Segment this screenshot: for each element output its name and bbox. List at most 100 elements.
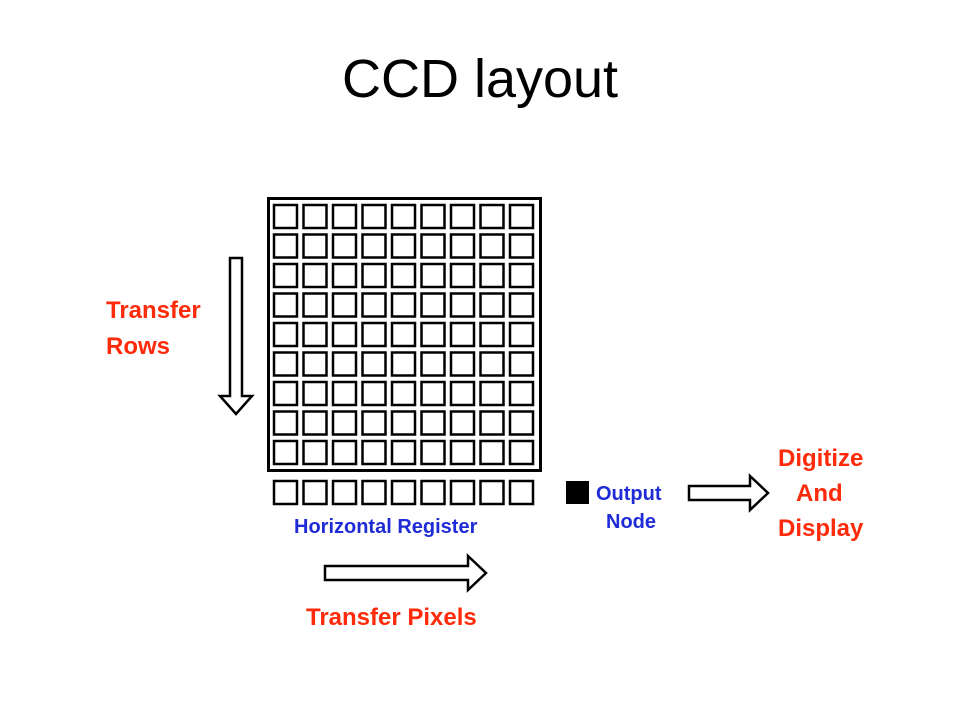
pixel-cell	[331, 233, 358, 259]
pixel-cell	[302, 380, 328, 407]
register-cell	[420, 479, 446, 506]
pixel-cell	[508, 233, 535, 259]
pixel-cell	[272, 292, 299, 318]
digitize-label-line3: Display	[778, 515, 864, 542]
register-cell	[449, 479, 476, 506]
digitize-label-line1: Digitize	[778, 445, 863, 472]
pixel-cell	[449, 321, 476, 348]
pixel-cell	[302, 351, 328, 377]
horizontal-register	[272, 479, 535, 506]
pixel-cell	[361, 262, 387, 289]
pixel-cell	[361, 410, 387, 436]
pixel-cell	[420, 351, 446, 377]
pixel-cell	[272, 321, 299, 348]
pixel-cell	[449, 262, 476, 289]
pixel-cell	[272, 233, 299, 259]
transfer-rows-label-line1: Transfer	[106, 297, 201, 324]
pixel-cell	[479, 351, 505, 377]
pixel-cell	[449, 233, 476, 259]
pixel-cell	[449, 380, 476, 407]
pixel-cell	[361, 351, 387, 377]
transfer-pixels-label: Transfer Pixels	[306, 604, 477, 631]
pixel-cell	[479, 262, 505, 289]
pixel-cell	[361, 380, 387, 407]
horizontal-register-label: Horizontal Register	[294, 516, 478, 538]
pixel-cell	[390, 351, 417, 377]
pixel-cell	[420, 292, 446, 318]
pixel-cell	[420, 439, 446, 466]
pixel-cell	[508, 351, 535, 377]
pixel-cell	[449, 292, 476, 318]
pixel-cell	[361, 233, 387, 259]
pixel-cell	[302, 410, 328, 436]
pixel-cell	[302, 203, 328, 230]
transfer-rows-arrow-icon	[217, 256, 255, 416]
pixel-cell	[479, 321, 505, 348]
pixel-cell	[331, 380, 358, 407]
pixel-cell	[390, 262, 417, 289]
pixel-cell	[272, 439, 299, 466]
pixel-cell	[479, 292, 505, 318]
pixel-cell	[390, 439, 417, 466]
pixel-cell	[302, 292, 328, 318]
output-node-label-line2: Node	[606, 511, 656, 533]
pixel-cell	[331, 439, 358, 466]
transfer-rows-label-line2: Rows	[106, 333, 170, 360]
pixel-cell	[420, 233, 446, 259]
pixel-cell	[479, 380, 505, 407]
pixel-cell	[508, 262, 535, 289]
pixel-cell	[272, 262, 299, 289]
register-cell	[508, 479, 535, 506]
pixel-cell	[302, 439, 328, 466]
pixel-cell	[479, 203, 505, 230]
pixel-cell	[361, 203, 387, 230]
pixel-cell	[331, 321, 358, 348]
pixel-cell	[420, 321, 446, 348]
pixel-cell	[302, 233, 328, 259]
pixel-cell	[302, 262, 328, 289]
output-node-label-line1: Output	[596, 483, 662, 505]
pixel-cell	[361, 321, 387, 348]
pixel-cell	[508, 203, 535, 230]
pixel-cell	[331, 262, 358, 289]
output-node-square	[566, 481, 589, 504]
pixel-cell	[420, 203, 446, 230]
pixel-cell	[508, 380, 535, 407]
pixel-cell	[479, 439, 505, 466]
pixel-cell	[508, 410, 535, 436]
pixel-cell	[272, 351, 299, 377]
pixel-cell	[508, 321, 535, 348]
register-cell	[479, 479, 505, 506]
pixel-cell	[272, 380, 299, 407]
pixel-cell	[420, 262, 446, 289]
pixel-cell	[331, 292, 358, 318]
register-cell	[331, 479, 358, 506]
pixel-cell	[420, 410, 446, 436]
register-cell	[361, 479, 387, 506]
pixel-cell	[302, 321, 328, 348]
pixel-cell	[508, 292, 535, 318]
pixel-cell	[361, 292, 387, 318]
pixel-cell	[361, 439, 387, 466]
slide-title: CCD layout	[341, 49, 619, 109]
pixel-cell	[449, 351, 476, 377]
pixel-cell	[479, 233, 505, 259]
pixel-cell	[390, 380, 417, 407]
register-cell	[272, 479, 299, 506]
pixel-cell	[331, 410, 358, 436]
pixel-cell	[331, 203, 358, 230]
transfer-pixels-arrow-icon	[323, 553, 488, 593]
pixel-cell	[449, 203, 476, 230]
pixel-cell	[390, 321, 417, 348]
pixel-cell	[390, 292, 417, 318]
pixel-cell	[272, 203, 299, 230]
pixel-cell	[449, 410, 476, 436]
pixel-cell	[331, 351, 358, 377]
pixel-cell	[420, 380, 446, 407]
register-cell	[390, 479, 417, 506]
pixel-cell	[449, 439, 476, 466]
digitize-arrow-icon	[687, 473, 770, 513]
digitize-label-line2: And	[796, 480, 843, 507]
pixel-cell	[390, 203, 417, 230]
